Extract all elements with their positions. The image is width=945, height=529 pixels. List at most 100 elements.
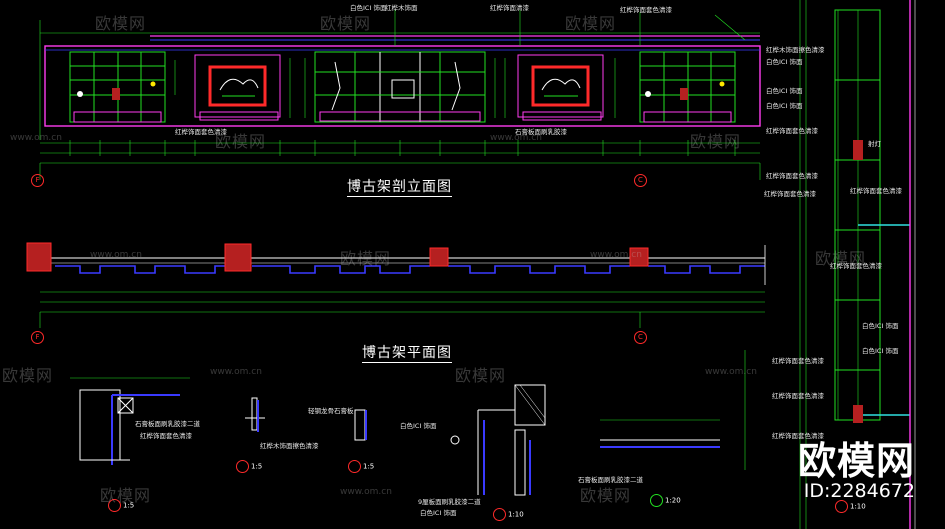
detail-scale-f-label: 1:10 xyxy=(850,502,866,511)
elevation-title: 博古架剖立面图 xyxy=(347,176,452,197)
annotation: 红桦饰面套色清漆 xyxy=(766,172,818,180)
plan-shelf-profile-3 xyxy=(448,265,630,274)
axis-marker-plan-left: F xyxy=(31,331,44,344)
watermark-id: ID:2284672 xyxy=(803,480,915,502)
detail-b xyxy=(245,397,265,432)
framed-painting-right xyxy=(517,54,604,121)
framed-painting-left xyxy=(194,54,281,121)
detail-marker-icon xyxy=(236,460,249,473)
annotation: 红桦饰面套色清漆 xyxy=(772,432,824,440)
detail-marker-icon xyxy=(348,460,361,473)
plan-title: 博古架平面图 xyxy=(362,342,452,363)
lattice-cabinet-center xyxy=(314,51,486,123)
plan-shelf-profile-1 xyxy=(55,265,225,274)
annotation: 白色ICI 饰面 xyxy=(420,509,457,517)
annotation: 9厘板面刷乳胶漆二道 xyxy=(418,498,481,506)
bogu-cabinet-outline xyxy=(44,45,761,127)
axis-marker-plan-right: C xyxy=(634,331,647,344)
watermark-brand: 欧模网 xyxy=(100,486,152,505)
watermark-logo: 欧模网 xyxy=(797,439,915,483)
detail-scale-c-label: 1:5 xyxy=(363,462,375,471)
watermark-url: www.om.cn xyxy=(10,133,62,143)
annotation: 白色ICI 饰面 xyxy=(766,87,803,95)
annotation: 红桦木饰面擦色清漆 xyxy=(260,442,319,450)
watermark-brand: 欧模网 xyxy=(320,14,372,33)
annotation: 石膏板面刷乳胶漆二道 xyxy=(578,476,643,484)
annotation: 红桦饰面清漆 xyxy=(490,4,529,12)
watermark-url: www.om.cn xyxy=(705,367,757,377)
detail-scale-b-label: 1:5 xyxy=(251,462,263,471)
annotation: 射灯 xyxy=(868,140,881,148)
detail-d xyxy=(450,384,546,496)
elevation-leaders xyxy=(174,10,746,118)
lattice-cabinet-left xyxy=(69,51,166,123)
detail-marker-icon xyxy=(108,499,121,512)
detail-scale-d-label: 1:10 xyxy=(508,510,524,519)
watermark-brand: 欧模网 xyxy=(815,249,867,268)
column-3 xyxy=(429,247,449,267)
watermark-url: www.om.cn xyxy=(490,133,542,143)
detail-marker-icon xyxy=(650,494,663,507)
watermark-url: www.om.cn xyxy=(340,487,392,497)
watermark-brand: 欧模网 xyxy=(455,366,507,385)
detail-marker-icon xyxy=(493,508,506,521)
detail-scale-e-label: 1:20 xyxy=(665,496,681,505)
annotation: 红桦木饰面擦色清漆 xyxy=(766,46,825,54)
watermark-brand: 欧模网 xyxy=(580,486,632,505)
detail-e xyxy=(600,350,746,470)
detail-c xyxy=(354,409,367,441)
plan-shelf-profile-4 xyxy=(648,265,765,274)
annotation: 白色ICI 饰面 xyxy=(400,422,437,430)
detail-scale-e: 1:20 xyxy=(650,494,681,507)
annotation: 白色ICI 饰面 xyxy=(766,58,803,66)
watermark-url: www.om.cn xyxy=(590,250,642,260)
annotation: 红桦饰面套色清漆 xyxy=(772,392,824,400)
watermark-url: www.om.cn xyxy=(90,250,142,260)
lattice-cabinet-right xyxy=(639,51,736,123)
annotation: 红桦饰面套色清漆 xyxy=(766,127,818,135)
annotation: 白色ICI 饰面 xyxy=(350,4,387,12)
annotation: 石膏板面刷乳胶漆 xyxy=(515,128,567,136)
annotation: 白色ICI 饰面 xyxy=(766,102,803,110)
watermark-brand: 欧模网 xyxy=(690,132,742,151)
column-1 xyxy=(26,242,52,272)
annotation: 红桦饰面套色清漆 xyxy=(764,190,816,198)
column-2 xyxy=(224,243,252,272)
annotation: 白色ICI 饰面 xyxy=(862,322,899,330)
annotation: 红桦饰面套色清漆 xyxy=(140,432,192,440)
axis-marker-elevation-left: F xyxy=(31,174,44,187)
elevation-dimension-ticks xyxy=(69,140,736,156)
annotation: 红桦饰面套色清漆 xyxy=(830,262,882,270)
detail-scale-b: 1:5 xyxy=(236,460,262,473)
column-4 xyxy=(629,247,649,267)
annotation: 石膏板面刷乳胶漆二道 xyxy=(135,420,200,428)
detail-views xyxy=(70,350,746,496)
watermark-brand: 欧模网 xyxy=(340,249,392,268)
watermark-brand: 欧模网 xyxy=(215,132,267,151)
detail-scale-d: 1:10 xyxy=(493,508,524,521)
plan-shelf-profile-2 xyxy=(252,265,430,274)
detail-scale-a: 1:5 xyxy=(108,499,134,512)
detail-scale-f: 1:10 xyxy=(835,500,866,513)
watermark-brand: 欧模网 xyxy=(565,14,617,33)
watermark-brand: 欧模网 xyxy=(2,366,54,385)
watermark-url: www.om.cn xyxy=(210,367,262,377)
detail-a xyxy=(70,377,190,465)
watermark-brand: 欧模网 xyxy=(95,14,147,33)
detail-marker-icon xyxy=(835,500,848,513)
plan-view xyxy=(26,242,766,328)
annotation: 红桦木饰面 xyxy=(385,4,418,12)
right-section-view xyxy=(799,0,916,529)
annotation: 红桦饰面套色清漆 xyxy=(772,357,824,365)
annotation: 红桦饰面套色清漆 xyxy=(850,187,902,195)
annotation: 白色ICI 饰面 xyxy=(862,347,899,355)
elevation-view xyxy=(39,10,761,180)
axis-marker-elevation-right: C xyxy=(634,174,647,187)
annotation: 轻钢龙骨石膏板 xyxy=(308,407,354,415)
detail-scale-c: 1:5 xyxy=(348,460,374,473)
annotation: 红桦饰面套色清漆 xyxy=(620,6,672,14)
detail-scale-a-label: 1:5 xyxy=(123,501,135,510)
plan-dimensions xyxy=(39,291,765,328)
